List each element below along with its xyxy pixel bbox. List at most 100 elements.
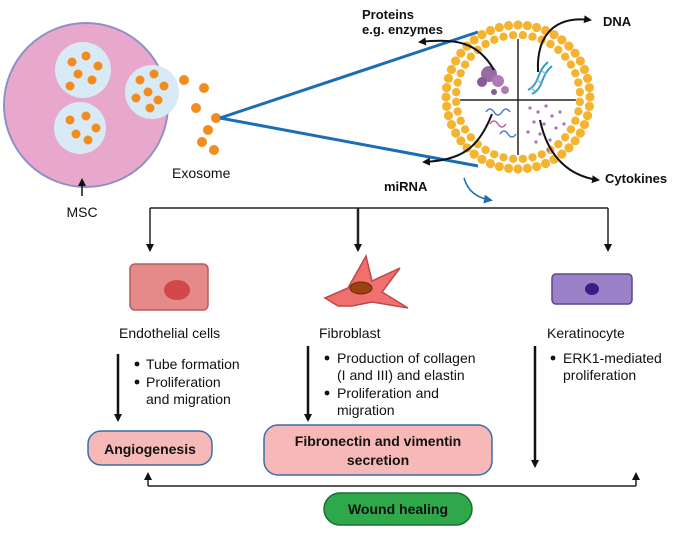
- convergence-bracket: [144, 472, 640, 487]
- lipid-head-inner: [560, 52, 570, 61]
- lipid-head-inner: [554, 45, 563, 55]
- lipid-head-outer: [540, 158, 551, 169]
- cytokines-label: Cytokines: [605, 171, 667, 186]
- outcome-angiogenesis-label: Angiogenesis: [104, 441, 196, 457]
- cytokine-dot: [546, 148, 550, 152]
- msc-exosome-dots: [65, 51, 169, 145]
- msc-exosome-dot: [145, 103, 155, 113]
- lipid-head-inner: [453, 78, 462, 87]
- lipid-head-inner: [499, 32, 508, 41]
- fibroblast-effect-1-line2: (I and III) and elastin: [337, 367, 465, 383]
- lipid-head-outer: [564, 143, 574, 153]
- lipid-head-inner: [575, 97, 585, 107]
- lipid-head-outer: [564, 41, 574, 51]
- cytokine-dot: [544, 104, 548, 108]
- cytokine-dot: [532, 120, 536, 124]
- lipid-head-inner: [566, 125, 576, 134]
- lipid-head-outer: [469, 35, 479, 45]
- msc-exosome-dot: [149, 69, 159, 79]
- released-exosome-dot: [179, 75, 189, 85]
- protein-cargo-icon: [477, 66, 509, 95]
- lipid-head-outer: [557, 35, 567, 45]
- lipid-head-inner: [466, 133, 476, 142]
- release-arrow: [463, 177, 493, 204]
- lipid-head-inner: [481, 39, 490, 49]
- dna-label: DNA: [603, 14, 632, 29]
- lipid-head-inner: [453, 107, 462, 116]
- lipid-head-outer: [456, 136, 466, 146]
- lipid-head-inner: [490, 150, 499, 159]
- lipid-head-outer: [513, 20, 523, 30]
- lipid-head-outer: [485, 158, 496, 169]
- released-exosomes: [179, 75, 221, 155]
- msc-exosome-dot: [131, 93, 141, 103]
- lipid-head-outer: [575, 56, 585, 66]
- released-exosome-dot: [203, 125, 213, 135]
- dna-cargo-icon: [527, 61, 553, 95]
- lipid-head-outer: [504, 21, 514, 31]
- lipid-head-inner: [528, 153, 537, 162]
- msc-exosome-dot: [81, 51, 91, 61]
- lipid-head-outer: [469, 149, 479, 159]
- lipid-head-inner: [481, 145, 490, 155]
- lipid-head-outer: [585, 92, 595, 102]
- lipid-head-inner: [456, 116, 465, 125]
- msc-exosome-dot: [81, 111, 91, 121]
- wound-healing-label: Wound healing: [348, 501, 448, 517]
- msc-exosome-dot: [159, 81, 169, 91]
- endothelial-cell-icon: [129, 263, 209, 311]
- lipid-head-inner: [460, 60, 470, 69]
- released-exosome-dot: [191, 103, 201, 113]
- outcome-fibronectin-line2: secretion: [347, 452, 409, 468]
- lipid-head-outer: [532, 22, 542, 33]
- lipid-head-outer: [446, 64, 457, 75]
- lipid-head-inner: [518, 30, 528, 40]
- msc-exosome-dot: [87, 75, 97, 85]
- cargo-arrows: [418, 15, 600, 184]
- lipid-head-inner: [466, 52, 476, 61]
- wound-healing-box: Wound healing: [323, 492, 473, 526]
- lipid-head-outer: [494, 161, 504, 172]
- lipid-head-inner: [508, 30, 518, 40]
- msc-label: MSC: [66, 204, 97, 220]
- lipid-head-outer: [451, 56, 461, 66]
- msc-exosome-dot: [71, 129, 81, 139]
- cytokine-dot: [558, 110, 562, 114]
- cytokine-dot: [536, 110, 540, 114]
- lipid-head-outer: [570, 48, 580, 58]
- released-exosome-dot: [197, 137, 207, 147]
- fibroblast-effects: Production of collagen (I and III) and e…: [324, 350, 476, 418]
- lipid-head-inner: [560, 133, 570, 142]
- lipid-head-inner: [518, 154, 528, 164]
- lipid-head-outer: [477, 154, 487, 164]
- cytokine-cargo-icon: [526, 104, 566, 152]
- outcome-angiogenesis: Angiogenesis: [87, 430, 213, 466]
- msc-cell: [3, 22, 179, 188]
- lipid-head-outer: [579, 64, 590, 75]
- lipid-head-outer: [513, 164, 523, 174]
- keratinocyte-effect-1-line1: ERK1-mediated: [563, 350, 662, 366]
- zoom-cone: [219, 30, 479, 168]
- lipid-head-inner: [528, 32, 537, 41]
- lipid-head-inner: [451, 97, 461, 107]
- exosome-label: Exosome: [172, 165, 231, 181]
- cytokine-dot: [550, 114, 554, 118]
- effect-arrows: [114, 346, 539, 468]
- cytokine-dot: [526, 130, 530, 134]
- lipid-head-inner: [508, 154, 518, 164]
- lipid-head-outer: [579, 119, 590, 130]
- fibroblast-effect-1-line1: Production of collagen: [337, 350, 476, 366]
- cell-name-endothelial: Endothelial cells: [119, 325, 220, 341]
- proteins-label-line2: e.g. enzymes: [362, 22, 443, 37]
- lipid-head-outer: [522, 21, 532, 31]
- lipid-head-outer: [446, 119, 457, 130]
- lipid-head-outer: [456, 48, 466, 58]
- cytokine-dot: [534, 140, 538, 144]
- released-exosome-dot: [211, 113, 221, 123]
- msc-exosome-dot: [65, 115, 75, 125]
- mirna-cargo-icon: [485, 108, 517, 138]
- lipid-head-inner: [451, 87, 461, 97]
- vesicle-1: [55, 42, 111, 98]
